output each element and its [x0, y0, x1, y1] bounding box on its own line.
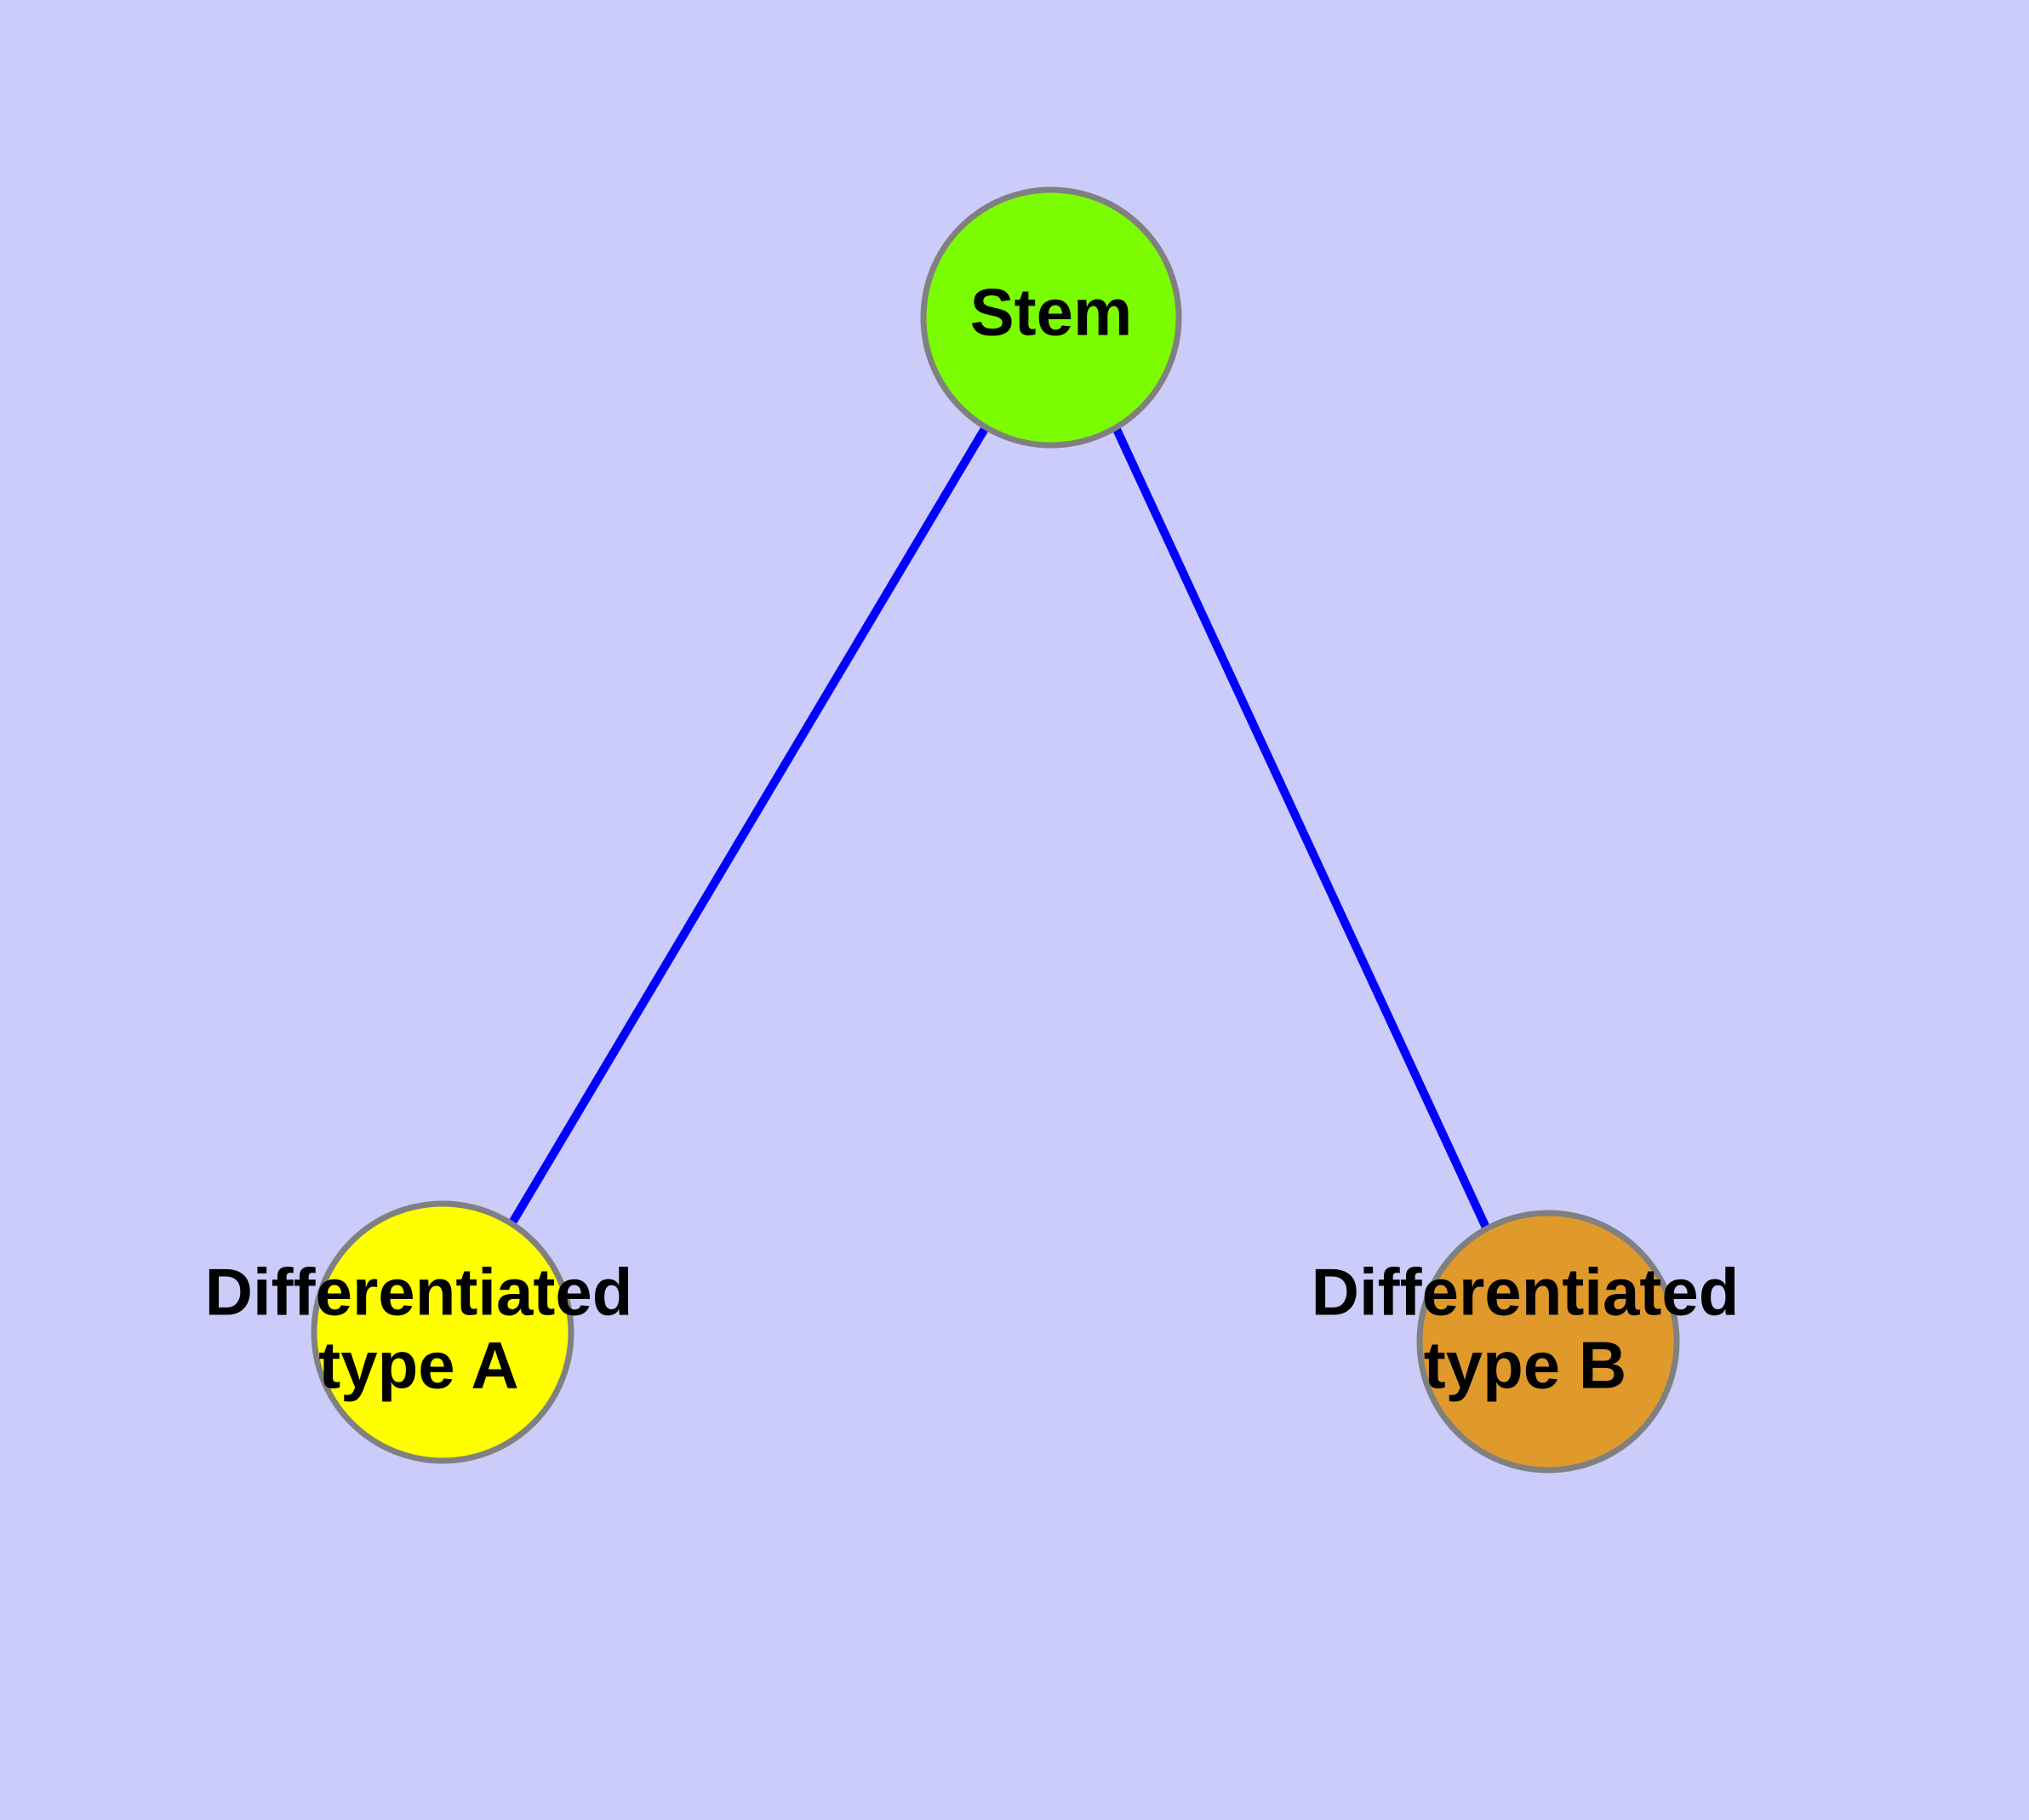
edges-layer — [507, 423, 1490, 1230]
node-label-differentiated-type-b-line-2: type B — [1424, 1328, 1626, 1403]
graph-edge-stem-to-type-b[interactable] — [1111, 423, 1490, 1230]
node-label-differentiated-type-a-line-1: Differentiated — [205, 1255, 633, 1330]
graph-node-differentiated-type-b[interactable] — [1416, 1210, 1680, 1474]
graph-node-stem[interactable] — [920, 186, 1182, 449]
graph-node-differentiated-type-a[interactable] — [311, 1200, 574, 1464]
node-label-differentiated-type-b-line-1: Differentiated — [1312, 1255, 1740, 1330]
node-label-differentiated-type-a-line-2: type A — [318, 1328, 519, 1403]
nodes-layer — [311, 186, 1680, 1474]
graph-edge-stem-to-type-a[interactable] — [507, 425, 990, 1227]
node-label-stem-line-1: Stem — [970, 275, 1133, 350]
